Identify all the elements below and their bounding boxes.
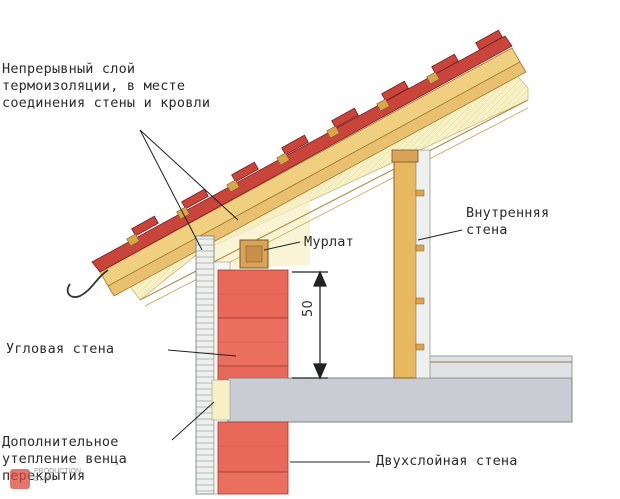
dimension-value: 50 <box>301 300 316 317</box>
inner-wall-label-line1: Внутренняя <box>466 205 550 221</box>
double-wall-label: Двухслойная стена <box>376 453 518 469</box>
double-layer-wall-bricks <box>217 421 289 495</box>
corner-wall-plaster <box>195 235 215 495</box>
inner-wall-stud <box>393 159 417 379</box>
inner-wall-label-line2: стена <box>466 222 508 238</box>
watermark: PRODUCTION STAFF <box>2 462 90 494</box>
insulation-label-line3: соединения стены и кровли <box>2 95 211 111</box>
corner-wall-label: Угловая стена <box>6 341 115 357</box>
gutter <box>66 269 109 298</box>
watermark-text: PRODUCTION STAFF <box>34 468 82 483</box>
dimension-line <box>292 270 328 380</box>
leader-lines <box>139 129 463 463</box>
watermark-logo-icon <box>10 469 30 489</box>
corner-wall-bricks <box>217 269 289 381</box>
roof-tiles <box>91 29 513 273</box>
insulation-label-line1: Непрерывный слой <box>2 61 136 77</box>
insulation-label-line2: термоизоляции, в месте <box>2 78 186 94</box>
extra-insulation-label-line1: Дополнительное <box>2 434 119 450</box>
mauerlat-label: Мурлат <box>304 234 354 250</box>
floor-slab <box>227 377 573 423</box>
insulation-under-roof <box>200 195 310 270</box>
extra-insulation-label-line2: утепление венца <box>2 451 127 467</box>
